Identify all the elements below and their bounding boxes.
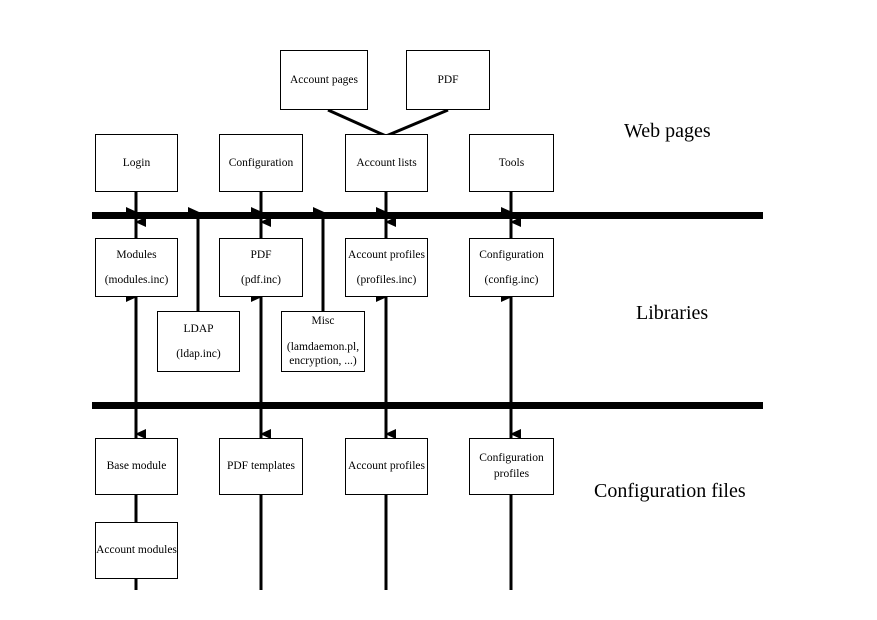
connector-account-pages-to-account-lists xyxy=(327,108,387,138)
node-sublabel: profiles xyxy=(493,467,530,480)
node-account-pages[interactable]: Account pages xyxy=(280,50,368,110)
node-sublabel: (modules.inc) xyxy=(104,274,169,286)
node-label: PDF xyxy=(437,73,459,86)
node-label: Tools xyxy=(498,156,525,169)
converge-connectors xyxy=(327,108,449,138)
node-account-modules[interactable]: Account modules xyxy=(95,522,178,579)
node-pdf-library[interactable]: PDF (pdf.inc) xyxy=(219,238,303,297)
node-pdf-page[interactable]: PDF xyxy=(406,50,490,110)
node-tools[interactable]: Tools xyxy=(469,134,554,192)
node-label: Configuration xyxy=(228,156,294,169)
node-ldap-library[interactable]: LDAP (ldap.inc) xyxy=(157,311,240,372)
node-label: Account pages xyxy=(289,73,359,86)
node-misc-library[interactable]: Misc (lamdaemon.pl, encryption, ...) xyxy=(281,311,365,372)
node-sublabel: (config.inc) xyxy=(484,274,539,286)
separator-bar-web-libraries xyxy=(92,212,763,219)
node-configuration-library[interactable]: Configuration (config.inc) xyxy=(469,238,554,297)
node-pdf-templates[interactable]: PDF templates xyxy=(219,438,303,495)
section-label-libraries: Libraries xyxy=(636,302,709,324)
node-label: Modules xyxy=(116,248,157,261)
node-label: Configuration xyxy=(479,451,544,464)
node-label: LDAP xyxy=(183,322,214,335)
node-label: PDF templates xyxy=(226,460,296,473)
node-label: Account lists xyxy=(356,156,417,169)
section-label-web-pages: Web pages xyxy=(624,120,711,142)
node-sublabel: (ldap.inc) xyxy=(176,348,221,360)
node-sublabel: (profiles.inc) xyxy=(356,274,417,286)
node-account-profiles-file[interactable]: Account profiles xyxy=(345,438,428,495)
section-label-configuration-files: Configuration files xyxy=(594,480,746,502)
node-base-module[interactable]: Base module xyxy=(95,438,178,495)
node-label: Login xyxy=(122,156,151,169)
node-label: Account profiles xyxy=(348,460,425,473)
node-label: PDF xyxy=(250,248,272,261)
node-label: Account profiles xyxy=(348,248,425,261)
secondary-library-connectors xyxy=(188,207,325,311)
node-account-profiles-library[interactable]: Account profiles (profiles.inc) xyxy=(345,238,428,297)
node-configuration-profiles-file[interactable]: Configuration profiles xyxy=(469,438,554,495)
node-label: Configuration xyxy=(479,248,544,261)
separator-bar-libraries-files xyxy=(92,402,763,409)
node-label: Base module xyxy=(106,460,167,473)
node-account-lists[interactable]: Account lists xyxy=(345,134,428,192)
connector-pdf-to-account-lists xyxy=(385,108,449,138)
node-login[interactable]: Login xyxy=(95,134,178,192)
node-sublabel: (lamdaemon.pl, encryption, ...) xyxy=(286,340,360,368)
node-configuration-page[interactable]: Configuration xyxy=(219,134,303,192)
node-sublabel: (pdf.inc) xyxy=(241,274,281,286)
node-label: Misc xyxy=(311,315,335,328)
node-label: Account modules xyxy=(96,544,177,557)
node-modules-library[interactable]: Modules (modules.inc) xyxy=(95,238,178,297)
